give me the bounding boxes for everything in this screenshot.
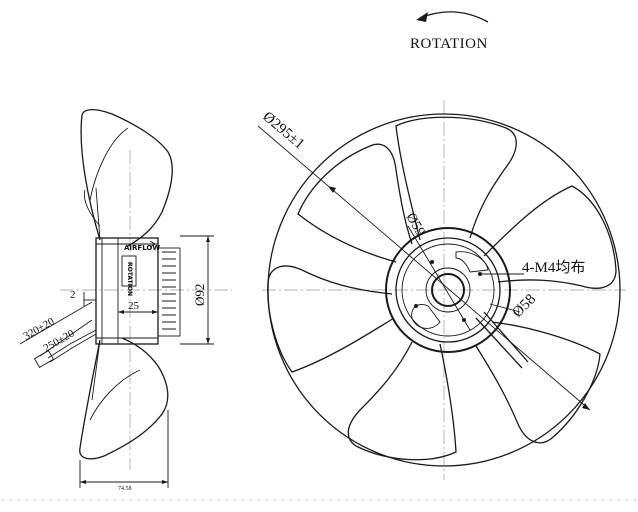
mount-holes xyxy=(414,260,482,322)
rotation-arrowhead-icon xyxy=(416,12,428,22)
rotation-label: ROTATION xyxy=(410,36,488,52)
svg-text:Ø295±1: Ø295±1 xyxy=(259,109,307,153)
svg-text:74.58: 74.58 xyxy=(118,486,132,492)
rotation-indicator: ROTATION xyxy=(410,11,489,52)
fan-blade xyxy=(297,143,413,263)
svg-text:25: 25 xyxy=(128,300,140,312)
svg-text:Ø92: Ø92 xyxy=(192,284,207,306)
fan-blade xyxy=(475,321,601,444)
fan-blade xyxy=(267,265,395,373)
lower-blade xyxy=(79,337,169,460)
dim-hub-depth: 25 xyxy=(118,300,158,314)
fan-blade xyxy=(347,341,457,461)
hub-outer xyxy=(385,227,511,353)
rotation-arrow-icon xyxy=(419,11,489,23)
dim-cable-lengths: 320±20 250±20 xyxy=(19,301,93,357)
svg-text:2: 2 xyxy=(70,289,76,301)
side-view: AIRFLOW ROTATION 2 25 Ø92 xyxy=(19,108,232,492)
cable-exit xyxy=(475,311,529,369)
fan-blade xyxy=(483,185,617,289)
dim-overall-depth: 74.58 xyxy=(79,410,169,492)
front-view: Ø295±1 Ø59 4-M4均布 Ø58 xyxy=(257,100,626,480)
shaft-circle xyxy=(431,273,465,307)
hub-ring xyxy=(395,237,501,343)
rotation-label-small: ROTATION xyxy=(126,262,133,296)
svg-text:Ø58: Ø58 xyxy=(510,291,540,321)
dim-mount-holes: 4-M4均布 xyxy=(480,259,585,276)
airflow-arrow-icon xyxy=(124,240,156,248)
dim-hub-diameter: Ø92 xyxy=(180,235,214,345)
dim-gap: 2 xyxy=(70,289,96,306)
fan-blade xyxy=(395,116,517,241)
dim-hub-circle: Ø58 xyxy=(489,291,540,321)
airflow-label: AIRFLOW xyxy=(124,244,160,252)
fan-blades xyxy=(267,116,617,461)
motor-fins xyxy=(162,251,176,330)
upper-blade xyxy=(80,108,173,247)
cable xyxy=(47,329,97,363)
svg-text:4-M4均布: 4-M4均布 xyxy=(522,259,585,276)
